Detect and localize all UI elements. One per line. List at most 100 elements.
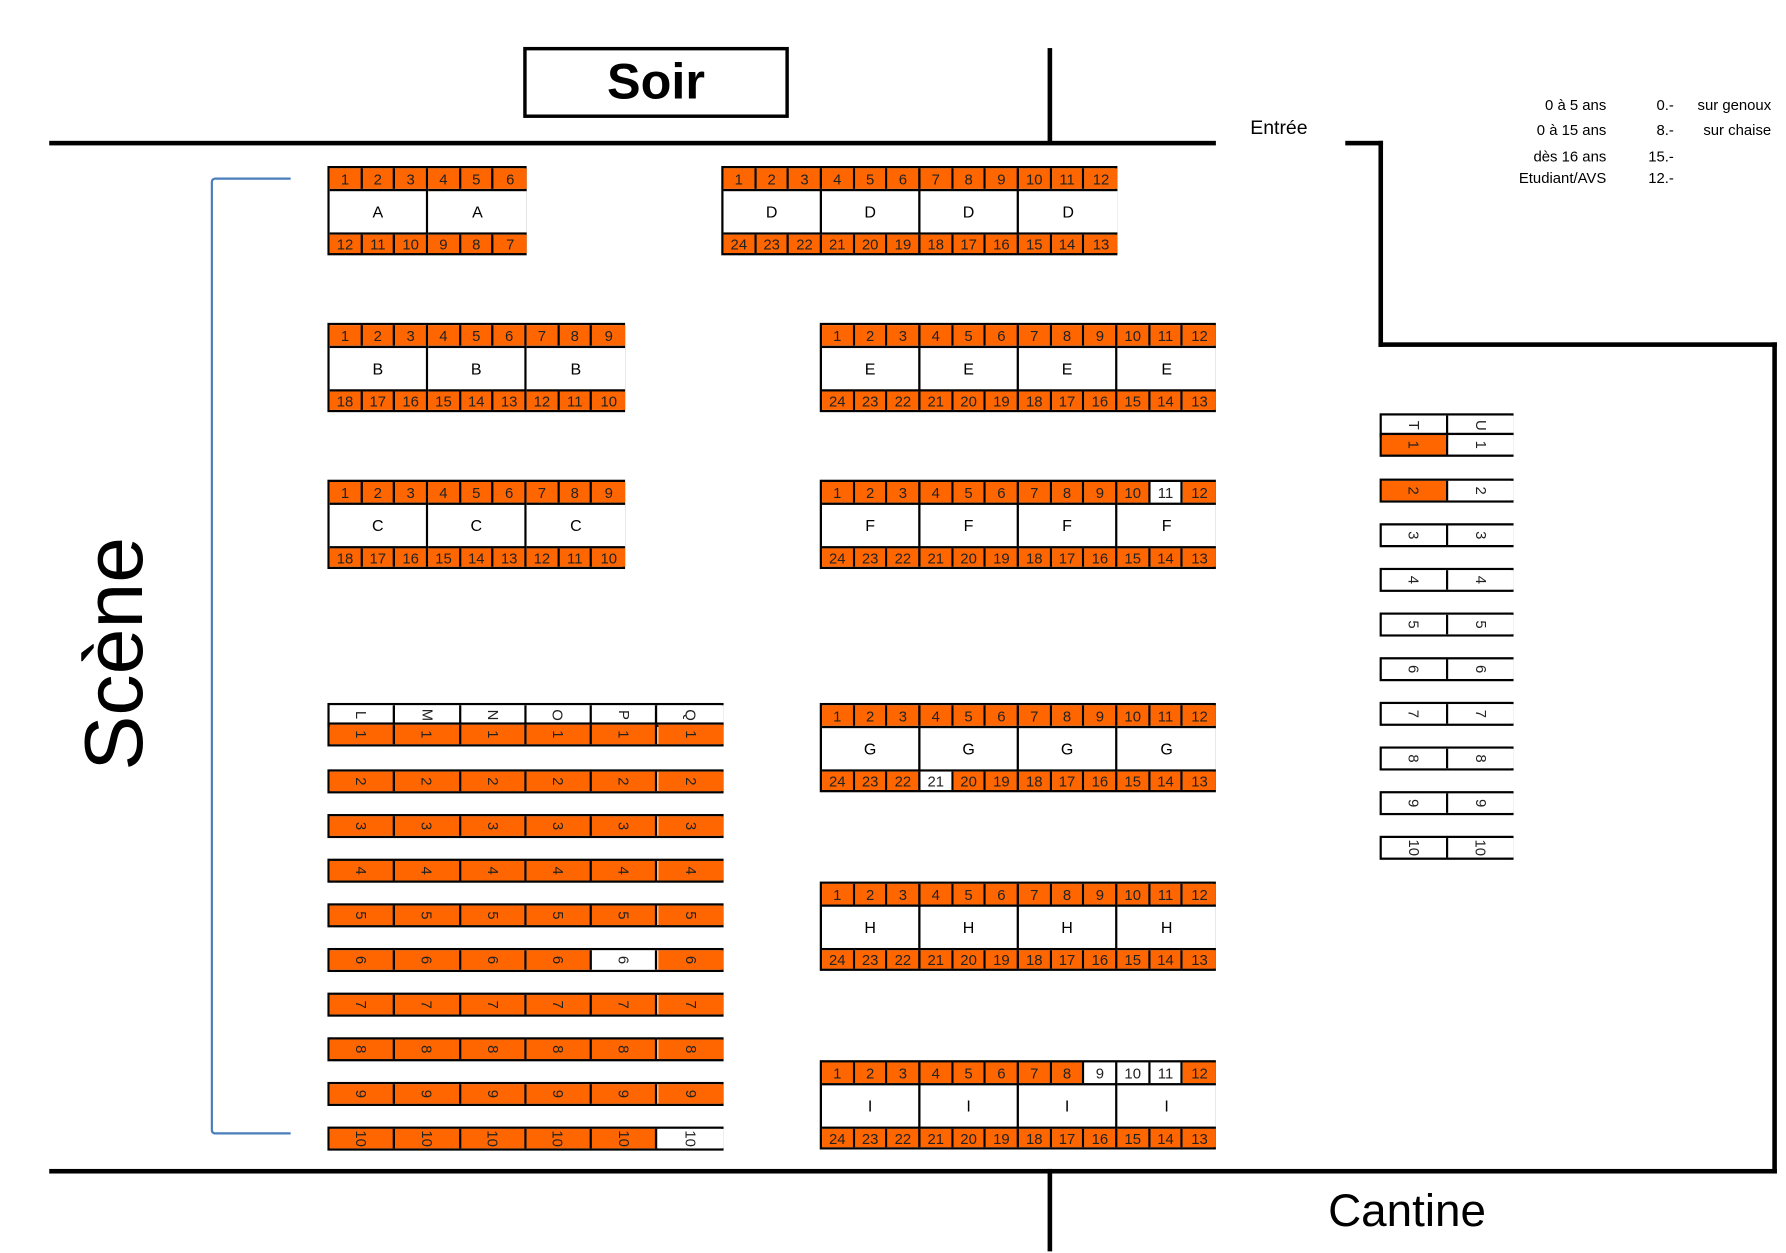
seat[interactable]: 2 <box>362 168 396 189</box>
seat[interactable]: 10 <box>395 234 429 254</box>
seat[interactable]: 8 <box>559 325 593 346</box>
seat[interactable]: 1 <box>395 724 461 745</box>
seat[interactable]: 8 <box>461 234 494 254</box>
seat[interactable]: 16 <box>1084 950 1118 969</box>
seat[interactable]: 18 <box>329 391 363 410</box>
seat[interactable]: 24 <box>822 391 855 410</box>
seat[interactable]: 22 <box>887 391 921 410</box>
seat[interactable]: 7 <box>1447 704 1514 724</box>
seat[interactable]: 18 <box>1018 391 1052 410</box>
seat[interactable]: 7 <box>592 994 658 1015</box>
seat[interactable]: 10 <box>526 1128 593 1149</box>
seat[interactable]: 17 <box>1051 950 1085 969</box>
seat[interactable]: 6 <box>395 950 461 970</box>
seat[interactable]: 13 <box>1183 391 1216 410</box>
seat[interactable]: 9 <box>592 482 626 503</box>
seat[interactable]: 10 <box>1381 838 1448 858</box>
seat[interactable]: 4 <box>920 1062 954 1084</box>
seat[interactable]: 7 <box>1381 704 1448 724</box>
seat[interactable]: 14 <box>461 391 494 410</box>
seat[interactable]: 4 <box>920 482 954 503</box>
seat[interactable]: 3 <box>395 482 429 503</box>
seat[interactable]: 5 <box>1447 614 1514 635</box>
seat[interactable]: 8 <box>1447 748 1514 769</box>
seat[interactable]: 6 <box>986 705 1019 726</box>
seat[interactable]: 4 <box>822 168 855 189</box>
seat[interactable]: 20 <box>953 391 987 410</box>
seat[interactable]: 5 <box>460 905 527 926</box>
seat[interactable]: 9 <box>395 1084 461 1104</box>
seat[interactable]: 5 <box>854 168 888 189</box>
seat[interactable]: 2 <box>854 482 888 503</box>
seat[interactable]: 11 <box>1150 1062 1184 1084</box>
seat[interactable]: 13 <box>1183 548 1216 567</box>
seat[interactable]: 4 <box>395 860 461 881</box>
seat[interactable]: 6 <box>986 482 1019 503</box>
seat[interactable]: 16 <box>395 548 429 567</box>
seat[interactable]: 23 <box>756 234 790 254</box>
seat[interactable]: 6 <box>460 950 527 970</box>
seat[interactable]: 11 <box>1150 883 1184 905</box>
seat[interactable]: 10 <box>460 1128 527 1149</box>
seat[interactable]: 5 <box>461 168 494 189</box>
seat[interactable]: 22 <box>789 234 823 254</box>
seat[interactable]: 12 <box>1183 1062 1216 1084</box>
seat[interactable]: 22 <box>887 771 921 790</box>
seat[interactable]: 5 <box>953 705 987 726</box>
seat[interactable]: 3 <box>887 1062 921 1084</box>
seat[interactable]: 5 <box>329 905 396 926</box>
seat[interactable]: 13 <box>493 391 527 410</box>
seat[interactable]: 24 <box>822 950 855 969</box>
seat[interactable]: 10 <box>592 391 626 410</box>
seat[interactable]: 2 <box>395 771 461 792</box>
seat[interactable]: 15 <box>1018 234 1052 254</box>
seat[interactable]: 17 <box>362 391 396 410</box>
seat[interactable]: 3 <box>526 816 593 836</box>
seat[interactable]: 5 <box>526 905 593 926</box>
seat[interactable]: 12 <box>1183 883 1216 905</box>
seat[interactable]: 11 <box>559 391 593 410</box>
seat[interactable]: 3 <box>329 816 396 836</box>
seat[interactable]: 7 <box>1018 1062 1052 1084</box>
seat[interactable]: 10 <box>592 1128 658 1149</box>
seat[interactable]: 2 <box>526 771 593 792</box>
seat[interactable]: 23 <box>854 391 888 410</box>
seat[interactable]: 20 <box>953 548 987 567</box>
seat[interactable]: 10 <box>329 1128 396 1149</box>
seat[interactable]: 3 <box>887 883 921 905</box>
seat[interactable]: 1 <box>657 724 724 745</box>
seat[interactable]: 10 <box>1117 705 1151 726</box>
seat[interactable]: 4 <box>428 168 462 189</box>
seat[interactable]: 23 <box>854 548 888 567</box>
seat[interactable]: 9 <box>329 1084 396 1104</box>
seat[interactable]: 9 <box>592 1084 658 1104</box>
seat[interactable]: 3 <box>395 168 429 189</box>
seat[interactable]: 5 <box>395 905 461 926</box>
seat[interactable]: 19 <box>986 771 1019 790</box>
seat[interactable]: 24 <box>822 1128 855 1148</box>
seat[interactable]: 1 <box>329 168 363 189</box>
seat[interactable]: 4 <box>329 860 396 881</box>
seat[interactable]: 16 <box>1084 548 1118 567</box>
seat[interactable]: 6 <box>493 482 527 503</box>
seat[interactable]: 10 <box>592 548 626 567</box>
seat[interactable]: 19 <box>986 950 1019 969</box>
seat[interactable]: 14 <box>1150 771 1184 790</box>
seat[interactable]: 2 <box>460 771 527 792</box>
seat[interactable]: 3 <box>395 325 429 346</box>
seat[interactable]: 10 <box>1447 838 1514 858</box>
seat[interactable]: 6 <box>493 168 527 189</box>
seat[interactable]: 1 <box>822 883 855 905</box>
seat[interactable]: 7 <box>526 994 593 1015</box>
seat[interactable]: 8 <box>559 482 593 503</box>
seat[interactable]: 24 <box>723 234 757 254</box>
seat[interactable]: 11 <box>1051 168 1085 189</box>
seat[interactable]: 8 <box>592 1039 658 1060</box>
seat[interactable]: 2 <box>329 771 396 792</box>
seat[interactable]: 2 <box>854 1062 888 1084</box>
seat[interactable]: 1 <box>822 1062 855 1084</box>
seat[interactable]: 12 <box>526 391 560 410</box>
seat[interactable]: 1 <box>329 482 363 503</box>
seat[interactable]: 6 <box>986 883 1019 905</box>
seat[interactable]: 3 <box>887 482 921 503</box>
